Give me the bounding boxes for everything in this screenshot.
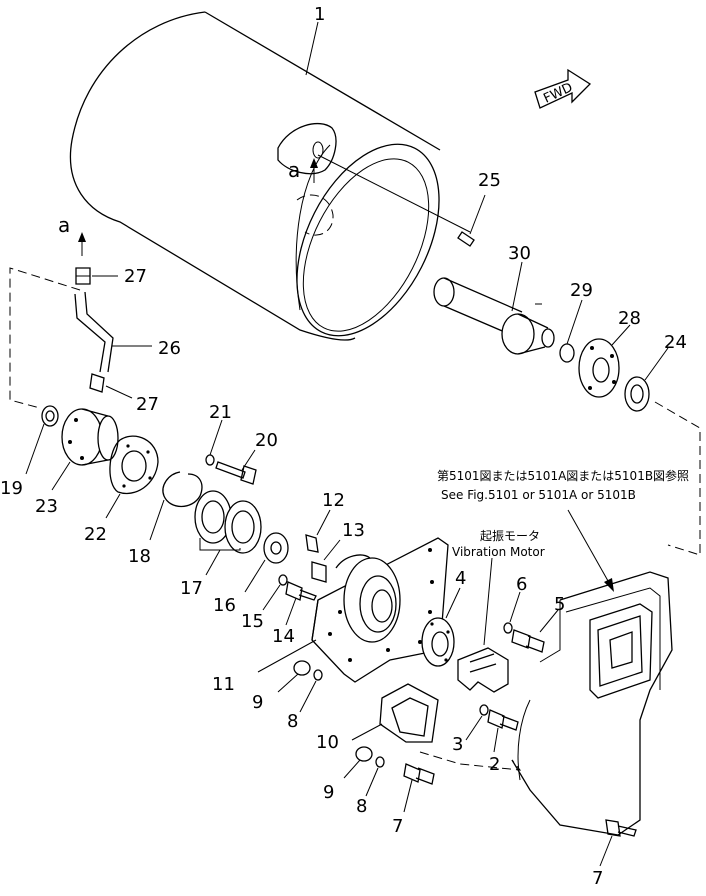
drum-shell	[69, 11, 471, 341]
callout-23: 23	[35, 496, 58, 517]
callout-7-lower: 7	[392, 816, 403, 837]
washer-8-upper	[299, 669, 323, 713]
callout-2: 2	[489, 754, 500, 775]
callout-9-lower: 9	[323, 782, 334, 803]
callout-12: 12	[322, 490, 345, 511]
callout-27-lower: 27	[136, 394, 159, 415]
detail-marker-left: a	[58, 213, 86, 256]
bearings-17	[194, 490, 262, 576]
vibration-motor-mount	[457, 557, 509, 693]
callout-14: 14	[272, 626, 295, 647]
washer-8-lower	[365, 756, 385, 797]
pipe-26	[74, 291, 152, 373]
callout-8-lower: 8	[356, 796, 367, 817]
callout-11: 11	[212, 674, 235, 695]
bolt-7-lower	[403, 763, 435, 813]
washer-21	[205, 419, 223, 466]
callout-26: 26	[158, 338, 181, 359]
callout-20: 20	[255, 430, 278, 451]
detail-marker-drum: a	[288, 158, 318, 183]
callout-7-frame: 7	[592, 868, 603, 889]
nut-9-lower	[343, 746, 373, 779]
note-leader	[567, 509, 613, 589]
reference-line-right	[654, 401, 701, 556]
cover-10	[351, 683, 439, 743]
callout-19: 19	[0, 478, 23, 499]
washer-3	[465, 704, 489, 741]
gasket-22	[105, 435, 159, 519]
shaft-30	[433, 261, 555, 355]
frame-reference	[419, 571, 673, 836]
note-see-figure-en: See Fig.5101 or 5101A or 5101B	[441, 488, 636, 502]
callout-27-upper: 27	[124, 266, 147, 287]
motor-label-en: Vibration Motor	[452, 545, 545, 559]
plug-19	[25, 405, 59, 475]
callout-22: 22	[84, 524, 107, 545]
bearing-24	[624, 347, 669, 412]
callout-3: 3	[452, 734, 463, 755]
detail-marker-a-left: a	[58, 213, 70, 237]
hub-23	[51, 408, 119, 491]
bolt-2	[487, 709, 519, 753]
callout-24: 24	[664, 332, 687, 353]
bolt-20	[215, 449, 257, 485]
washer-15	[262, 574, 288, 611]
nut-9-upper	[277, 660, 311, 693]
motor-label-jp: 起振モータ	[480, 529, 540, 543]
callout-13: 13	[342, 520, 365, 541]
callout-21: 21	[209, 402, 232, 423]
spacer-16	[244, 532, 289, 593]
callout-15: 15	[241, 611, 264, 632]
fitting-27-lower	[89, 373, 133, 399]
callout-8-upper: 8	[287, 711, 298, 732]
bolt-14	[285, 581, 317, 626]
callout-5: 5	[554, 594, 565, 615]
washer-6	[503, 591, 521, 634]
callout-30: 30	[508, 243, 531, 264]
fwd-label: FWD	[541, 80, 575, 106]
detail-marker-a-drum: a	[288, 158, 300, 182]
callout-16: 16	[213, 595, 236, 616]
bolt-5	[511, 609, 559, 653]
callout-4: 4	[455, 568, 466, 589]
reference-line-left	[9, 267, 81, 409]
note-see-figure-jp: 第5101図または5101A図または5101B図参照	[437, 468, 689, 483]
fitting-27-upper	[75, 267, 118, 285]
flange-28	[578, 324, 631, 398]
housing-11	[257, 537, 449, 683]
callout-29: 29	[570, 280, 593, 301]
snap-ring-18	[149, 471, 203, 541]
seal-4	[421, 587, 461, 667]
callout-25: 25	[478, 170, 501, 191]
fwd-direction-arrow: FWD	[534, 68, 592, 109]
callout-17: 17	[180, 578, 203, 599]
callout-28: 28	[618, 308, 641, 329]
callout-18: 18	[128, 546, 151, 567]
sleeve-13	[311, 539, 341, 583]
callout-9-upper: 9	[252, 692, 263, 713]
pin-12	[305, 509, 331, 553]
grease-nipple-25	[457, 194, 486, 247]
bolt-7-frame	[599, 819, 637, 867]
callout-1: 1	[314, 4, 325, 25]
callout-10: 10	[316, 732, 339, 753]
callout-6: 6	[516, 574, 527, 595]
bushing-29	[559, 299, 583, 363]
